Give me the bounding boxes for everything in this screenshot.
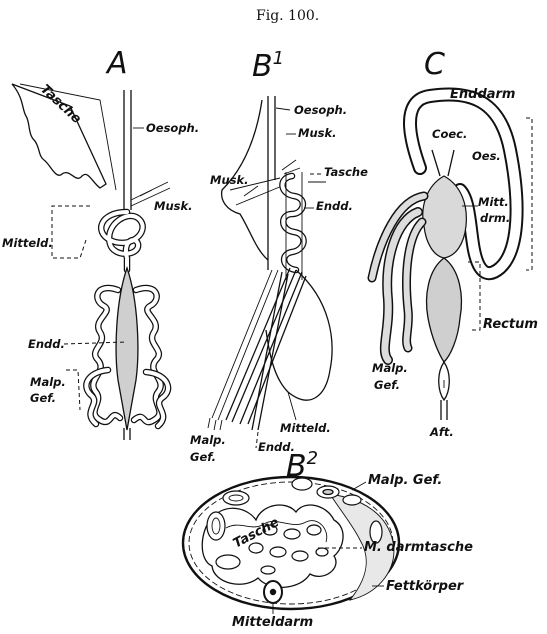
panel-b2-tubule — [223, 491, 249, 505]
panel-c-coecum — [432, 150, 454, 176]
panel-a-label-musk: Musk. — [154, 199, 193, 213]
panel-b2-m-darmtasche-section — [284, 529, 300, 539]
panel-c-rectum — [427, 258, 462, 362]
panel-b2-tubule — [292, 478, 312, 490]
panel-b2-tubule — [343, 495, 361, 505]
panel-b1-tubes-bundle — [226, 268, 306, 424]
panel-c-label-mitt: Mitt. — [478, 195, 509, 209]
panel-c-anus — [441, 400, 447, 420]
panel-b2: B2 — [183, 448, 473, 630]
panel-a-label-malp: Malp. — [30, 375, 66, 389]
panel-b2-m-darmtasche-section — [270, 547, 286, 557]
panel-b1: B1 Oesoph. Musk. Musk. Tasche Endd. — [190, 48, 368, 464]
panel-c-label-oes: Oes. — [472, 149, 501, 163]
panel-a-label-oesoph: Oesoph. — [146, 121, 199, 135]
panel-b1-label-gef: Gef. — [190, 450, 216, 464]
panel-b2-m-darmtasche-section — [261, 566, 275, 574]
panel-c-letter: C — [424, 47, 445, 82]
figure-caption: Fig. 100. — [256, 8, 319, 24]
panel-b2-label-m-darmtasche: M. darmtasche — [364, 540, 473, 555]
panel-c: C Enddarm Coec. Oes. Mitt. drm. Rectum M… — [372, 47, 538, 439]
panel-a-label-mitteld: Mitteld. — [2, 236, 53, 250]
panel-c-label-malp: Malp. — [372, 361, 408, 375]
panel-c-label-coec: Coec. — [432, 127, 467, 141]
panel-b1-letter: B1 — [252, 48, 284, 84]
panel-b2-tubule — [207, 512, 225, 540]
panel-b2-label-mitteldarm: Mitteldarm — [232, 615, 313, 630]
panel-b2-m-darmtasche-section — [316, 548, 328, 556]
panel-b1-oesophagus — [268, 96, 275, 270]
panel-b1-label-tasche: Tasche — [324, 165, 368, 179]
panel-b2-m-darmtasche-section — [307, 525, 321, 535]
panel-a: A Tasche Oesoph. Musk. Mitt — [2, 46, 199, 440]
panel-a-label-endd: Endd. — [28, 337, 65, 351]
panel-c-label-gef: Gef. — [374, 378, 400, 392]
panel-b2-label-fettkoerper: Fettkörper — [386, 579, 465, 594]
panel-c-label-rectum: Rectum — [483, 317, 538, 332]
panel-b1-label-malp: Malp. — [190, 433, 226, 447]
panel-b1-muscle-right — [282, 160, 300, 174]
panel-b1-label-musk-left: Musk. — [210, 173, 249, 187]
panel-a-letter: A — [105, 46, 128, 81]
panel-c-label-aft: Aft. — [429, 425, 454, 439]
panel-b1-label-endd: Endd. — [316, 199, 353, 213]
panel-b1-label-musk-right: Musk. — [298, 126, 337, 140]
panel-b2-tubule — [216, 555, 240, 569]
panel-a-label-tasche: Tasche — [37, 82, 84, 127]
panel-b1-label-oesoph: Oesoph. — [294, 103, 347, 117]
panel-b1-label-mitteld: Mitteld. — [280, 421, 331, 435]
panel-a-label-gef: Gef. — [30, 391, 56, 405]
panel-c-label-drm: drm. — [480, 211, 510, 225]
panel-c-label-enddarm: Enddarm — [450, 87, 515, 102]
panel-b2-m-darmtasche-section — [292, 551, 308, 561]
panel-b2-label-malp-gef: Malp. Gef. — [368, 473, 442, 488]
panel-a-oesophagus — [124, 90, 131, 210]
